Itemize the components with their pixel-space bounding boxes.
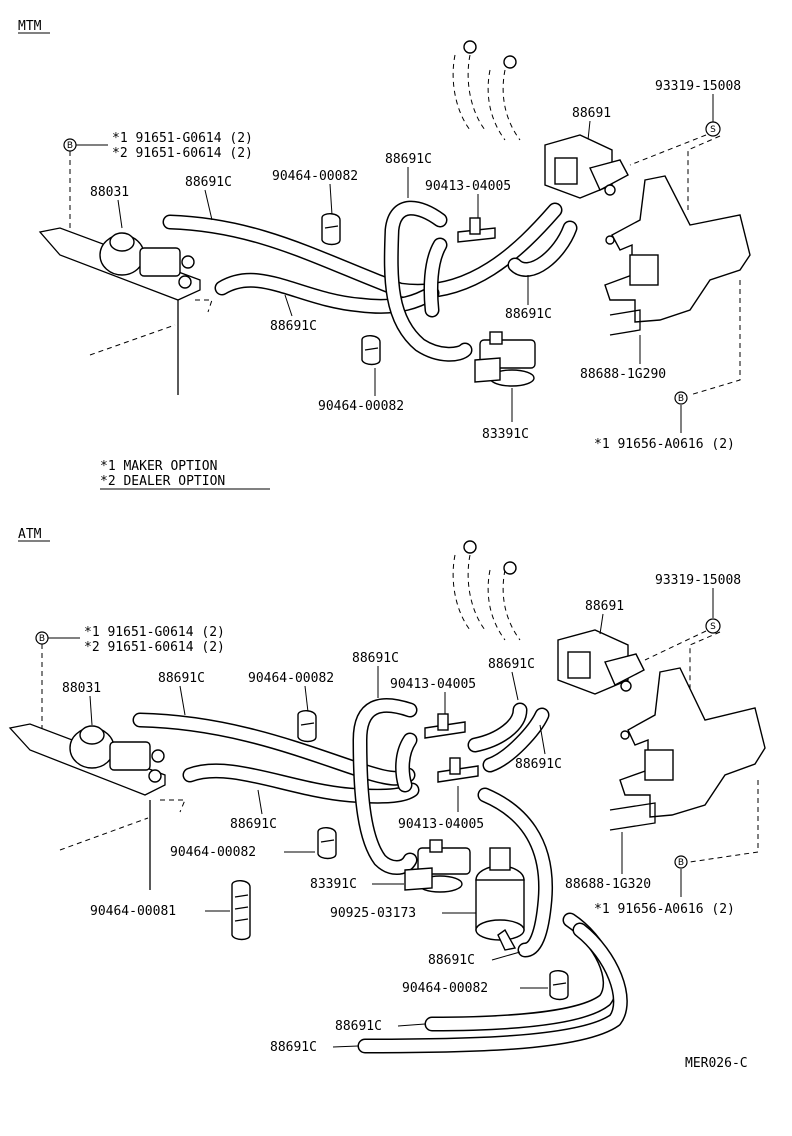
tee-fitting-upper [457, 217, 496, 243]
clamp-mid [317, 827, 337, 860]
clamp-left-stack [231, 880, 251, 941]
clamp-upper [321, 213, 341, 246]
vsv-88691 [557, 629, 645, 695]
actuator-88031 [99, 232, 195, 289]
label-hose-bottom-1: 88691C [335, 1019, 382, 1034]
tee-fitting-lower [437, 757, 479, 783]
label-hose-left-upper: 88691C [185, 175, 232, 190]
label-hose-right-small: 88691C [515, 757, 562, 772]
label-hose-mid-upper: 88691C [385, 152, 432, 167]
label-vsv: 88691 [585, 599, 624, 614]
clamp-bottom [549, 970, 569, 1001]
label-bracket: 88688-1G290 [580, 367, 666, 382]
svg-text:B: B [39, 634, 45, 644]
top-pipes-atm [452, 540, 521, 641]
svg-text:S: S [710, 125, 716, 135]
label-hose-left-lower: 88691C [230, 817, 277, 832]
label-vsv: 88691 [572, 106, 611, 121]
bolt-marker-left: B [35, 631, 49, 645]
legend-dealer: *2 DEALER OPTION [100, 474, 225, 489]
label-hose-bottom-2: 88691C [270, 1040, 317, 1055]
hoses-atm [132, 697, 628, 1054]
bracket-88688 [604, 175, 751, 336]
filter-90925 [475, 847, 525, 951]
bolt-marker-left: B [63, 138, 77, 152]
label-option-maker: *1 91651-G0614 (2) [84, 625, 225, 640]
label-tee-upper: 90413-04005 [390, 677, 476, 692]
mtm-section: MTM B *1 91651-G0614 (2) *2 91651-60614 … [18, 19, 751, 490]
label-clamp-mid: 90464-00082 [170, 845, 256, 860]
label-option-dealer: *2 91651-60614 (2) [84, 640, 225, 655]
svg-text:B: B [678, 858, 684, 868]
vsv-88691 [544, 134, 629, 199]
valve-83391 [404, 839, 471, 893]
svg-text:S: S [710, 622, 716, 632]
clamp-upper [297, 710, 317, 743]
label-clamp-upper: 90464-00082 [248, 671, 334, 686]
body-panel [8, 723, 186, 890]
label-filter: 90925-03173 [330, 906, 416, 921]
atm-section: ATM B *1 91651-G0614 (2) *2 91651-60614 … [8, 527, 766, 1071]
label-tee-upper: 90413-04005 [425, 179, 511, 194]
label-valve: 83391C [310, 877, 357, 892]
top-pipes-mtm [452, 40, 521, 141]
clamp-lower [361, 335, 381, 366]
label-screw: 93319-15008 [655, 573, 741, 588]
label-hose-mid-upper: 88691C [352, 651, 399, 666]
label-hose-mid-right: 88691C [488, 657, 535, 672]
footer-code: MER026-C [685, 1056, 748, 1071]
screw-marker: S [705, 121, 721, 137]
label-tee-lower: 90413-04005 [398, 817, 484, 832]
section-title-atm: ATM [18, 527, 42, 542]
actuator-88031 [69, 725, 165, 783]
legend-maker: *1 MAKER OPTION [100, 459, 217, 474]
label-hose-lower-long: 88691C [428, 953, 475, 968]
section-title-mtm: MTM [18, 19, 42, 34]
bracket-88688 [609, 667, 766, 831]
label-hose-right: 88691C [505, 307, 552, 322]
screw-marker: S [705, 618, 721, 634]
bolt-marker-right: B [674, 855, 688, 869]
hoses-mtm [162, 200, 578, 362]
label-hose-left-upper: 88691C [158, 671, 205, 686]
label-clamp-left: 90464-00081 [90, 904, 176, 919]
label-valve: 83391C [482, 427, 529, 442]
bolt-marker-right: B [674, 391, 688, 405]
label-bolt-right: *1 91656-A0616 (2) [594, 437, 735, 452]
label-88031: 88031 [90, 185, 129, 200]
label-option-dealer: *2 91651-60614 (2) [112, 146, 253, 161]
label-bolt-right: *1 91656-A0616 (2) [594, 902, 735, 917]
label-bracket: 88688-1G320 [565, 877, 651, 892]
label-option-maker: *1 91651-G0614 (2) [112, 131, 253, 146]
label-screw: 93319-15008 [655, 79, 741, 94]
label-clamp-upper: 90464-00082 [272, 169, 358, 184]
label-88031: 88031 [62, 681, 101, 696]
tee-fitting-upper [424, 713, 466, 739]
label-hose-left-lower: 88691C [270, 319, 317, 334]
valve-83391 [474, 331, 536, 387]
label-clamp-bottom: 90464-00082 [402, 981, 488, 996]
svg-text:B: B [67, 141, 73, 151]
label-clamp-lower: 90464-00082 [318, 399, 404, 414]
body-panel [38, 227, 201, 395]
svg-text:B: B [678, 394, 684, 404]
